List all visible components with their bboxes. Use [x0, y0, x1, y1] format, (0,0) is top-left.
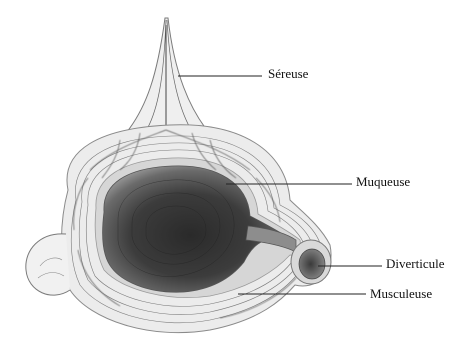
label-sereuse: Séreuse [268, 66, 308, 82]
label-diverticule: Diverticule [386, 256, 444, 272]
label-muqueuse: Muqueuse [356, 174, 410, 190]
left-loop [26, 234, 70, 295]
mesentery [120, 18, 215, 140]
label-musculeuse: Musculeuse [370, 286, 432, 302]
